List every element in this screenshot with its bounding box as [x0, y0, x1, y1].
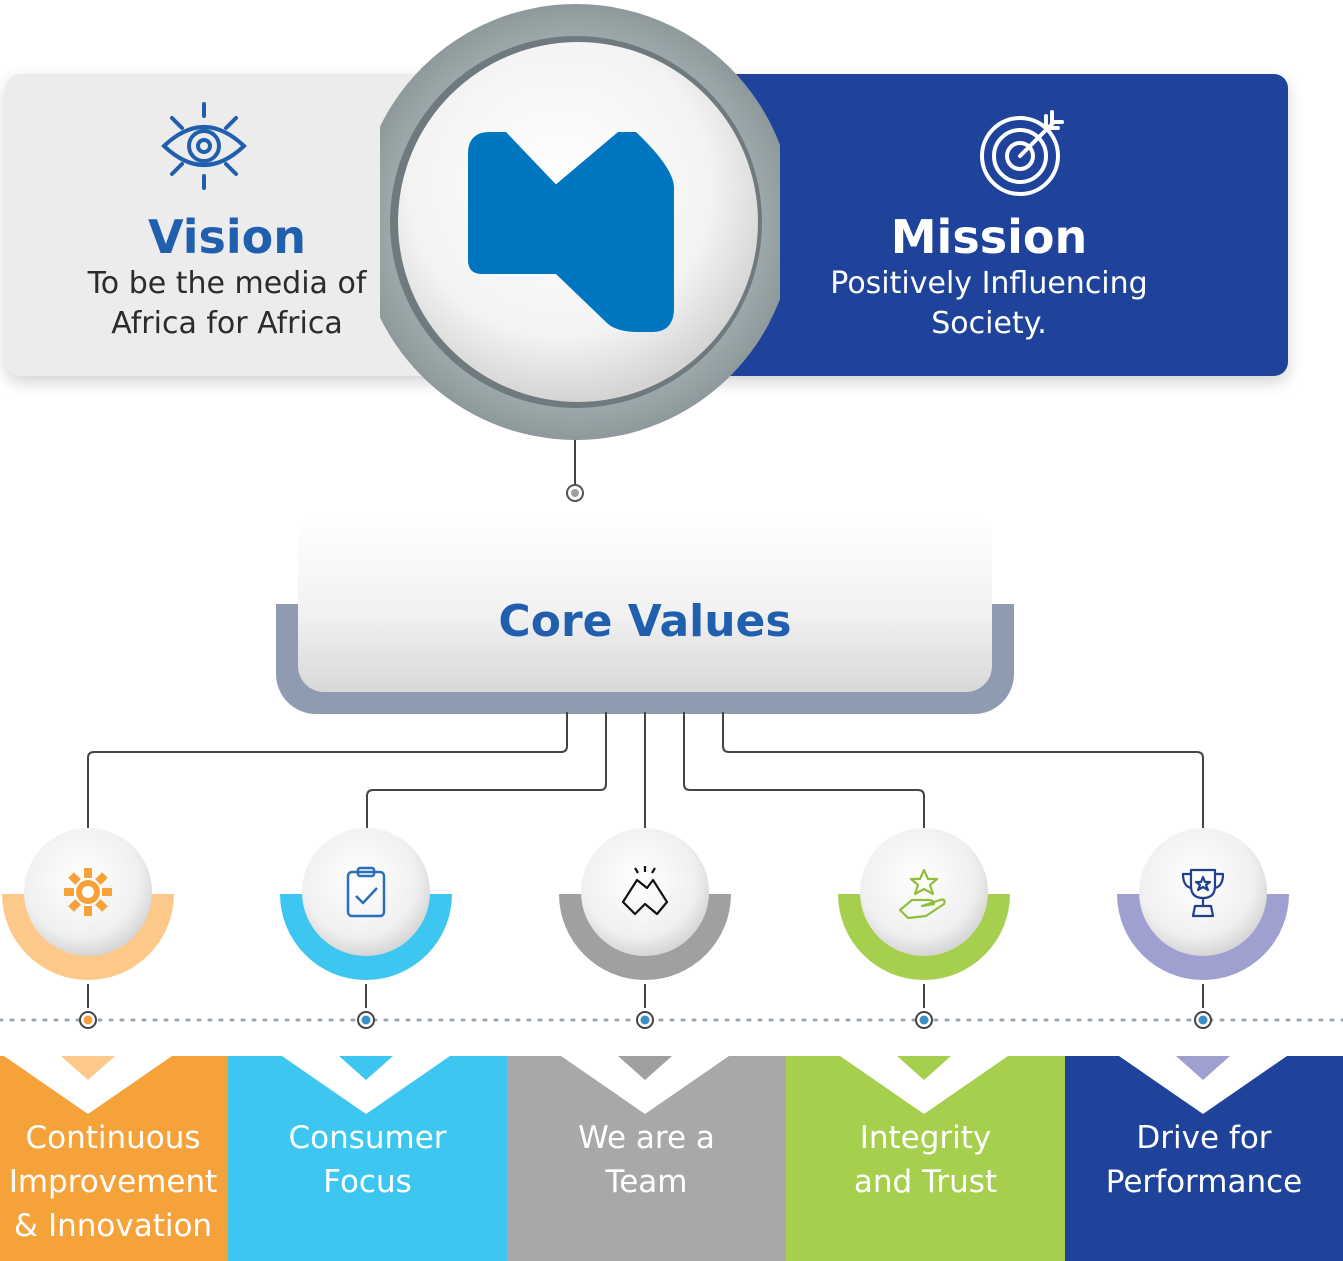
value-arc [280, 828, 452, 980]
value-label-line: Focus [323, 1164, 412, 1200]
vision-statement: To be the media of Africa for Africa [6, 264, 448, 344]
value-label-line: & Innovation [13, 1208, 213, 1244]
value-label-line: Team [605, 1164, 688, 1200]
timeline-node [914, 982, 934, 1036]
vision-line: Africa for Africa [111, 306, 343, 341]
value-label: We are a Team [507, 1116, 786, 1204]
value-medallion [1117, 822, 1289, 982]
vision-line: To be the media of [87, 266, 367, 301]
vision-title: Vision [147, 210, 307, 264]
value-medallion [2, 822, 174, 982]
value-box-notch [4, 1056, 172, 1114]
timeline-node [78, 982, 98, 1036]
value-label-line: Consumer [288, 1120, 447, 1156]
value-box-notch [282, 1056, 450, 1114]
mission-line: Positively Influencing [830, 266, 1148, 301]
timeline-node [635, 982, 655, 1036]
value-box-notch [561, 1056, 729, 1114]
target-icon [980, 110, 1064, 196]
handshake-icon [621, 866, 669, 916]
value-label-line: Improvement [8, 1164, 218, 1200]
timeline [0, 1018, 1343, 1022]
mission-title: Mission [890, 210, 1088, 264]
value-arc [1117, 828, 1289, 980]
eye-icon [161, 102, 247, 190]
value-label-line: Drive for [1136, 1120, 1272, 1156]
value-medallion [838, 822, 1010, 982]
gear-icon [64, 868, 112, 916]
clipboard-check-icon [346, 866, 386, 918]
value-arc [559, 828, 731, 980]
vision-card: Vision To be the media of Africa for Afr… [6, 74, 448, 376]
value-arc [838, 828, 1010, 980]
timeline-node [356, 982, 376, 1036]
core-values-box [298, 512, 992, 692]
value-label-line: We are a [578, 1120, 715, 1156]
value-box: We are a Team [507, 1056, 786, 1261]
timeline-node [1193, 982, 1213, 1036]
core-values-tree [87, 712, 1204, 832]
mission-line: Society. [931, 306, 1047, 341]
value-label-line: Integrity [859, 1120, 992, 1156]
value-label-line: Continuous [25, 1120, 201, 1156]
value-label: Integrity and Trust [786, 1116, 1065, 1204]
value-box-notch [1119, 1056, 1287, 1114]
trophy-icon [1181, 868, 1225, 918]
hand-star-icon [898, 868, 946, 920]
mission-card: Mission Positively Influencing Society. [690, 74, 1288, 376]
value-medallion [280, 822, 452, 982]
logo-connector [566, 440, 584, 502]
value-medallion [559, 822, 731, 982]
value-box-notch [840, 1056, 1008, 1114]
mission-statement: Positively Influencing Society. [690, 264, 1288, 344]
core-values-title: Core Values [498, 596, 792, 647]
n-logo-icon [468, 132, 674, 332]
value-box: Integrity and Trust [786, 1056, 1065, 1261]
value-label-line: and Trust [853, 1164, 998, 1200]
value-label-line: Performance [1105, 1164, 1303, 1200]
